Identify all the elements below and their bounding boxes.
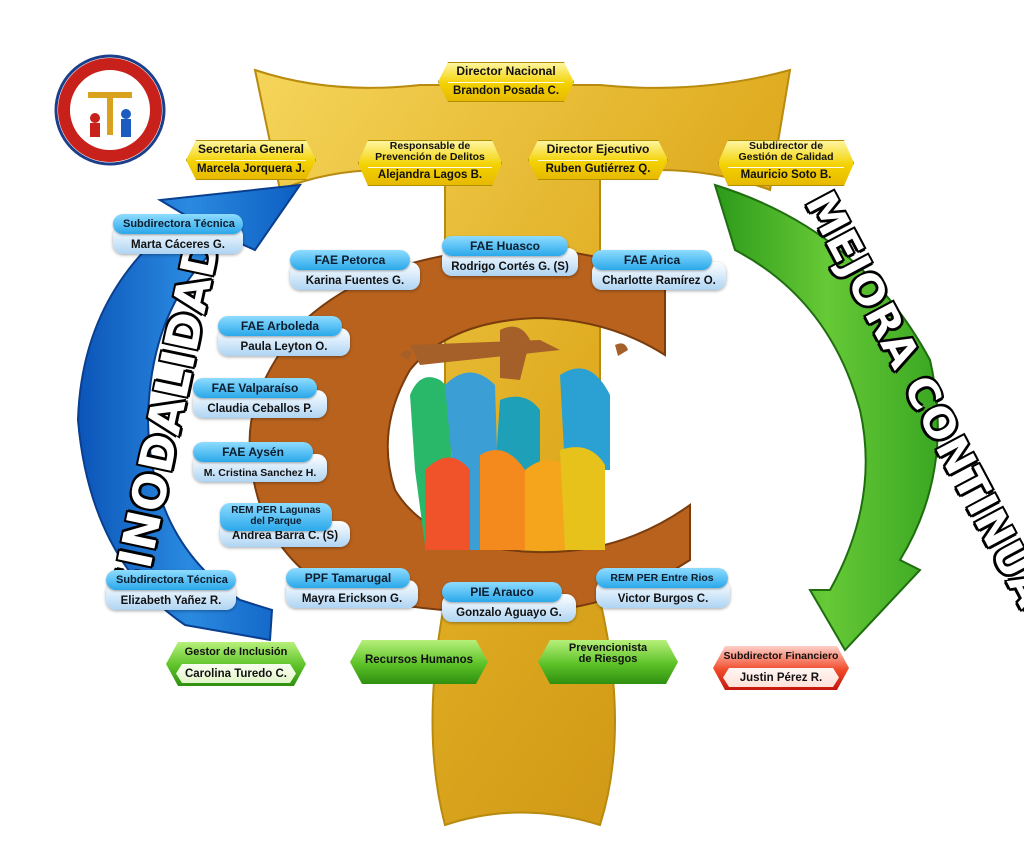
c-shape [248, 246, 691, 614]
person-name: Alejandra Lagos B. [377, 169, 483, 181]
mejora-continua-arrow [713, 183, 939, 652]
program-title: PPF Tamarugal [286, 568, 410, 588]
recursos-humanos-box[interactable]: Recursos Humanos [350, 640, 488, 684]
gestor-inclusion-box[interactable]: Gestor de Inclusión Carolina Turedo C. [166, 642, 306, 686]
gestion-calidad-box[interactable]: Subdirector de Gestión de Calidad Mauric… [718, 140, 854, 186]
program-title: REM PER Lagunas del Parque [220, 503, 332, 531]
logo-ring-text-top: CONGREGACION DE RELIGIOSOS [0, 0, 1, 1]
person-name: Brandon Posada C. [452, 85, 560, 97]
program-title: PIE Arauco [442, 582, 562, 602]
program-rem-per-lagunas[interactable]: REM PER Lagunas del Parque Andrea Barra … [220, 503, 350, 547]
role-title: Director Ejecutivo [546, 142, 650, 156]
program-title: Subdirectora Técnica [113, 214, 243, 234]
logo-ring-text-bottom: TERCIARIOS CAPUCHINOS [0, 0, 1, 1]
role-title: Subdirector de Gestión de Calidad [738, 140, 834, 163]
role-title: Secretaria General [197, 142, 305, 156]
program-title: FAE Valparaíso [193, 378, 317, 398]
congregation-logo [54, 54, 166, 166]
role-title: Subdirector Financiero [723, 650, 839, 662]
program-ppf-tamarugal[interactable]: PPF Tamarugal Mayra Erickson G. [286, 568, 418, 608]
prevencionista-riesgos-box[interactable]: Prevencionista de Riesgos [538, 640, 678, 684]
program-title: FAE Arboleda [218, 316, 342, 336]
role-title: Director Nacional [456, 64, 556, 78]
program-title: FAE Petorca [290, 250, 410, 270]
prevencion-delitos-box[interactable]: Responsable de Prevención de Delitos Ale… [358, 140, 502, 186]
program-subdirectora-tecnica-1[interactable]: Subdirectora Técnica Marta Cáceres G. [113, 214, 243, 254]
program-title: REM PER Entre Rios [596, 568, 728, 588]
program-pie-arauco[interactable]: PIE Arauco Gonzalo Aguayo G. [442, 582, 576, 622]
program-title: Subdirectora Técnica [106, 570, 236, 590]
person-name: Mauricio Soto B. [740, 169, 832, 181]
program-fae-valparaiso[interactable]: FAE Valparaíso Claudia Ceballos P. [193, 378, 327, 418]
program-fae-huasco[interactable]: FAE Huasco Rodrigo Cortés G. (S) [442, 236, 578, 276]
role-title: Gestor de Inclusión [184, 646, 288, 658]
role-title: Responsable de Prevención de Delitos [375, 140, 485, 163]
program-subdirectora-tecnica-2[interactable]: Subdirectora Técnica Elizabeth Yañez R. [106, 570, 236, 610]
program-fae-petorca[interactable]: FAE Petorca Karina Fuentes G. [290, 250, 420, 290]
director-ejecutivo-box[interactable]: Director Ejecutivo Ruben Gutiérrez Q. [528, 140, 668, 180]
program-fae-arboleda[interactable]: FAE Arboleda Paula Leyton O. [218, 316, 350, 356]
person-name: Justin Pérez R. [739, 672, 823, 684]
role-title: Prevencionista de Riesgos [568, 642, 648, 665]
role-title: Recursos Humanos [364, 654, 473, 666]
person-name: Ruben Gutiérrez Q. [545, 163, 651, 175]
program-fae-aysen[interactable]: FAE Aysén M. Cristina Sanchez H. [193, 442, 327, 482]
program-title: FAE Huasco [442, 236, 568, 256]
sinodalidad-arrow [76, 183, 303, 642]
person-name: Marcela Jorquera J. [196, 163, 306, 175]
program-rem-per-entre-rios[interactable]: REM PER Entre Rios Victor Burgos C. [596, 568, 730, 608]
people-silhouettes [400, 326, 628, 550]
secretaria-general-box[interactable]: Secretaria General Marcela Jorquera J. [186, 140, 316, 180]
program-title: FAE Aysén [193, 442, 313, 462]
subdirector-financiero-box[interactable]: Subdirector Financiero Justin Pérez R. [713, 646, 849, 690]
director-nacional-box[interactable]: Director Nacional Brandon Posada C. [438, 62, 574, 102]
program-title: FAE Arica [592, 250, 712, 270]
program-fae-arica[interactable]: FAE Arica Charlotte Ramírez O. [592, 250, 726, 290]
person-name: Carolina Turedo C. [184, 668, 288, 680]
